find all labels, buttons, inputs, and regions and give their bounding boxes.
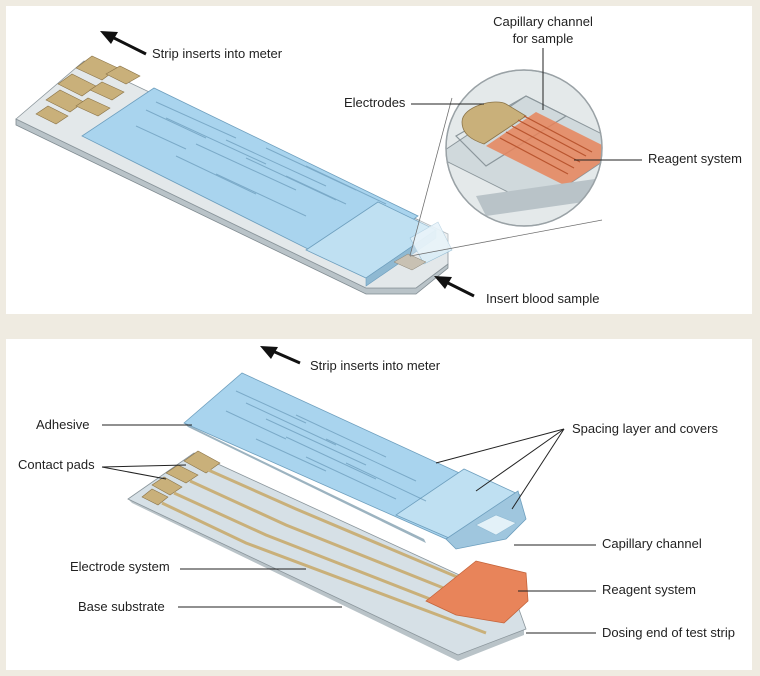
contact-pads-label: Contact pads — [18, 457, 95, 472]
spacing-leader-1 — [435, 428, 565, 464]
dosing-end-label: Dosing end of test strip — [602, 625, 735, 640]
exploded-strip-panel: Strip inserts into meter — [6, 339, 752, 670]
insert-direction-arrow — [260, 346, 301, 365]
capillary-channel-label: Capillary channel — [602, 536, 702, 551]
contact-pads — [141, 450, 221, 506]
capillary-channel-label-line1: Capillary channel — [493, 14, 593, 29]
insert-blood-label: Insert blood sample — [486, 291, 599, 306]
electrodes-label: Electrodes — [344, 95, 406, 110]
capillary-channel-label-line2: for sample — [513, 31, 574, 46]
base-substrate-label: Base substrate — [78, 599, 165, 614]
assembled-strip-panel: Strip inserts into meter — [6, 6, 752, 314]
assembled-strip-diagram: Strip inserts into meter — [15, 14, 742, 306]
spacing-leader-3 — [511, 428, 565, 510]
contact-pads — [35, 55, 141, 125]
adhesive-and-cover-layer — [183, 372, 527, 550]
blood-sample-arrow — [434, 276, 475, 298]
magnified-detail — [445, 69, 603, 227]
electrode-system-label: Electrode system — [70, 559, 170, 574]
strip-inserts-label: Strip inserts into meter — [152, 46, 283, 61]
spacing-layer-label: Spacing layer and covers — [572, 421, 718, 436]
base-substrate-layer — [127, 450, 529, 661]
spacing-leader-2 — [475, 428, 565, 492]
contact-pads-leader-2 — [101, 466, 167, 480]
strip-inserts-label: Strip inserts into meter — [310, 358, 441, 373]
adhesive-label: Adhesive — [36, 417, 89, 432]
reagent-system-label: Reagent system — [602, 582, 696, 597]
contact-pads-leader-1 — [101, 464, 187, 468]
exploded-strip-diagram: Strip inserts into meter — [18, 346, 735, 661]
reagent-system-label: Reagent system — [648, 151, 742, 166]
insert-direction-arrow — [100, 31, 147, 56]
test-strip-assembled — [15, 55, 453, 295]
